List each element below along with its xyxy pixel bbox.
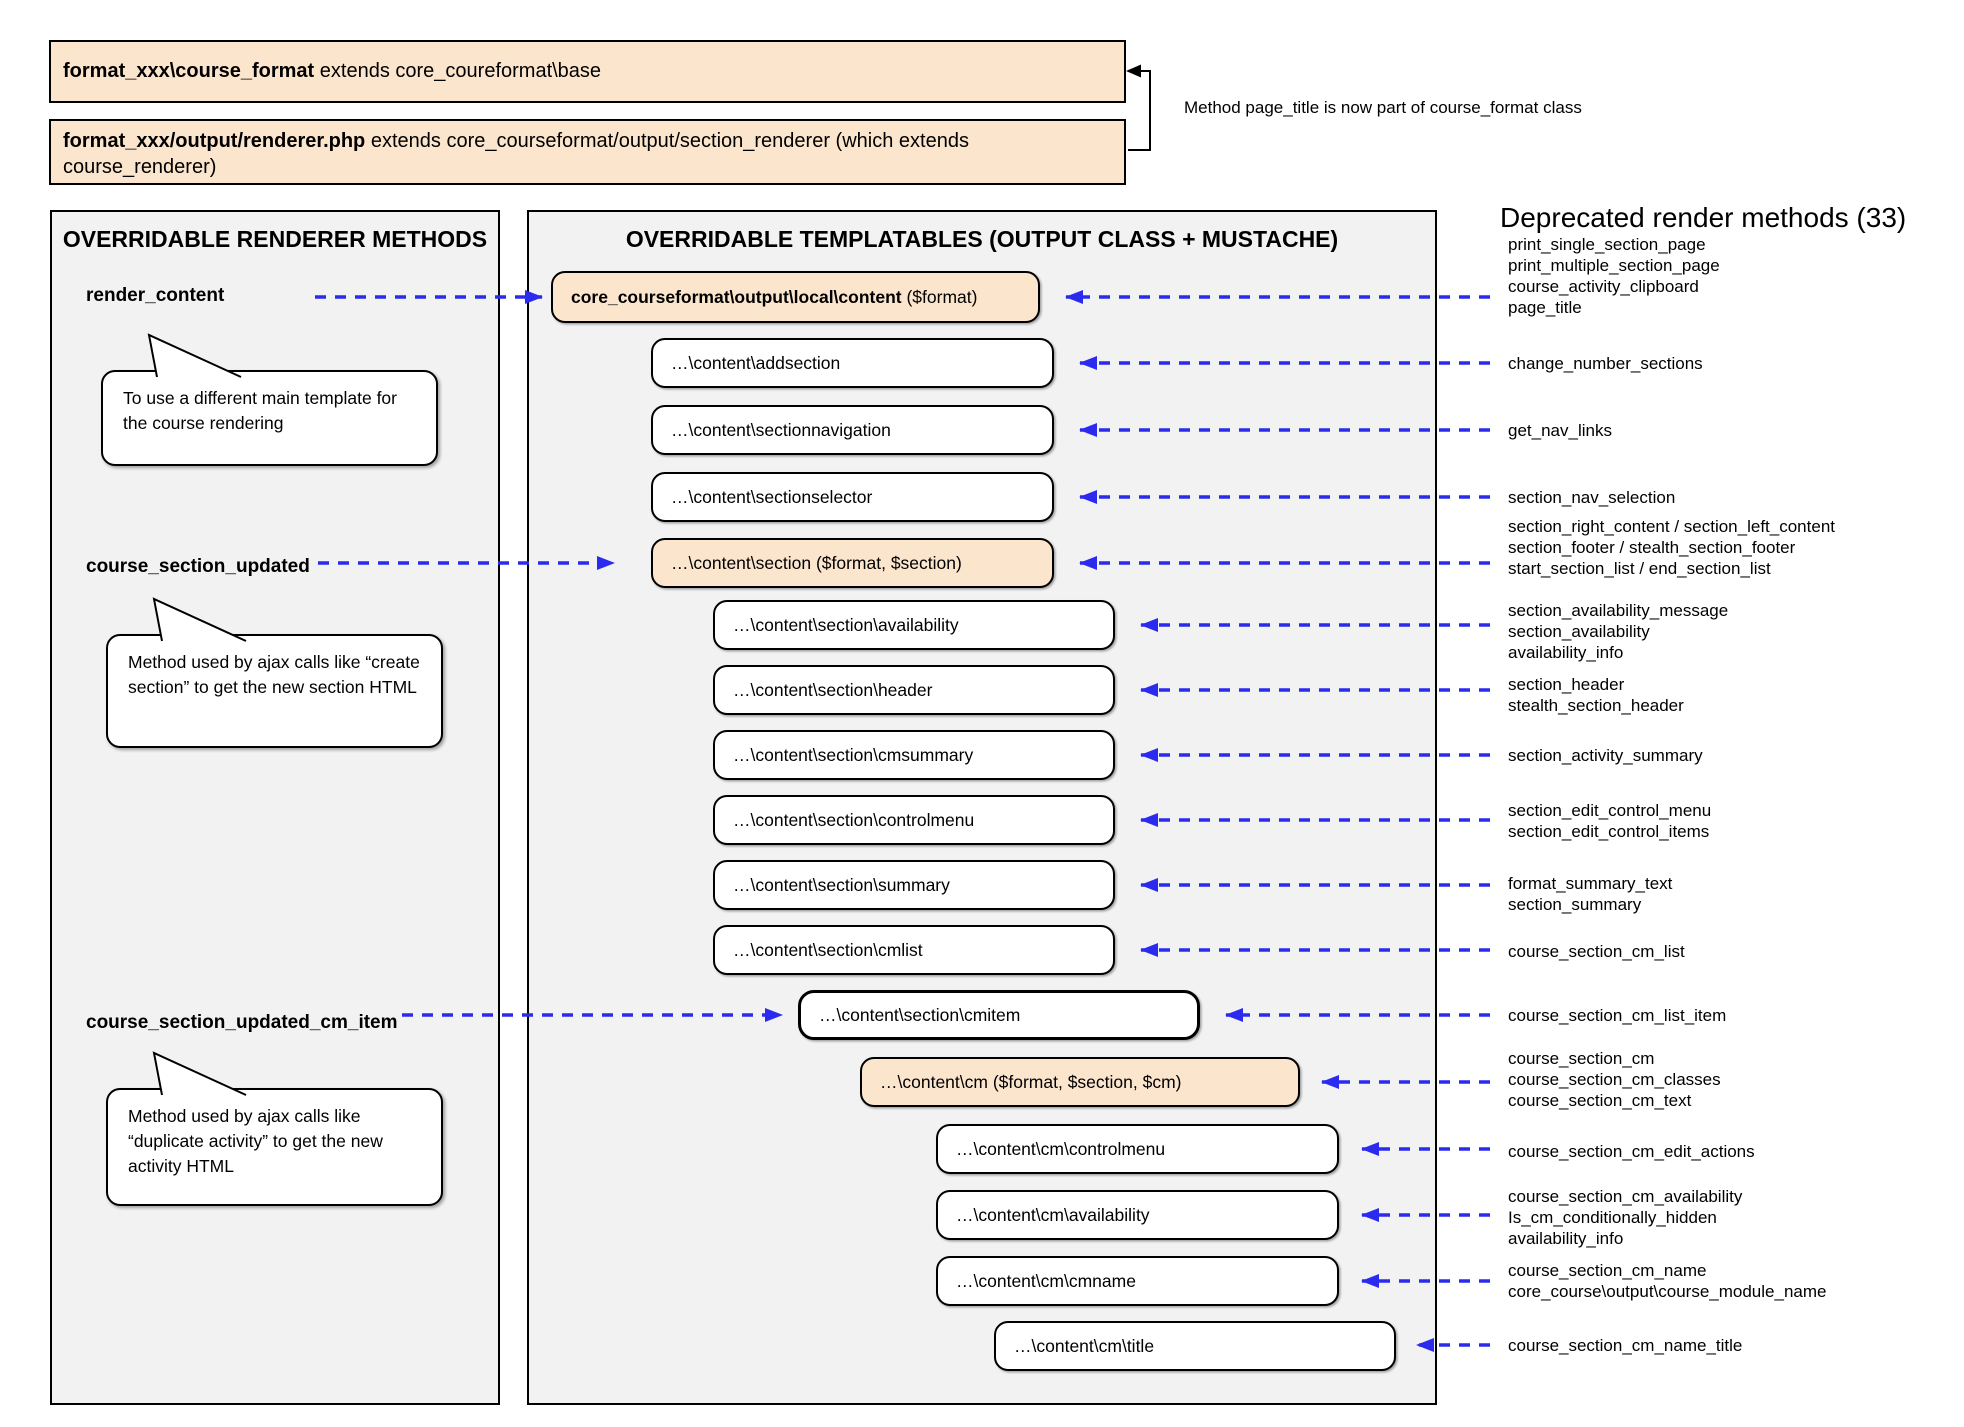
callout-course-section-updated-cm-item-text: Method used by ajax calls like “duplicat… xyxy=(128,1106,383,1176)
renderer-php-box: format_xxx/output/renderer.php extends c… xyxy=(49,119,1126,185)
method-course-section-updated: course_section_updated xyxy=(86,556,310,577)
callout-tail xyxy=(152,1051,247,1096)
deprecated-method: section_summary xyxy=(1508,895,1642,914)
templatable-section-availability: …\content\section\availability xyxy=(713,600,1115,650)
templatable-cm-controlmenu: …\content\cm\controlmenu xyxy=(936,1124,1339,1174)
deprecated-group: section_activity_summary xyxy=(1508,745,1703,766)
renderer-php-name: format_xxx/output/renderer.php xyxy=(63,130,366,152)
method-render-content: render_content xyxy=(86,285,225,306)
templatable-section-cmlist: …\content\section\cmlist xyxy=(713,925,1115,975)
templatable-content: core_courseformat\output\local\content (… xyxy=(551,271,1040,323)
renderer-methods-panel-title: OVERRIDABLE RENDERER METHODS xyxy=(62,226,488,252)
deprecated-group: course_section_cm_list_item xyxy=(1508,1005,1726,1026)
templatable-section: …\content\section ($format, $section) xyxy=(651,538,1054,588)
course-format-class-box: format_xxx\course_format extends core_co… xyxy=(49,40,1126,103)
deprecated-method: start_section_list / end_section_list xyxy=(1508,559,1771,578)
templatables-panel-title: OVERRIDABLE TEMPLATABLES (OUTPUT CLASS +… xyxy=(625,226,1339,252)
deprecated-group: course_section_cm_availability Is_cm_con… xyxy=(1508,1186,1742,1249)
templatable-section-summary: …\content\section\summary xyxy=(713,860,1115,910)
callout-course-section-updated-text: Method used by ajax calls like “create s… xyxy=(128,652,420,697)
deprecated-method: core_course\output\course_module_name xyxy=(1508,1282,1827,1301)
deprecated-group: section_edit_control_menu section_edit_c… xyxy=(1508,800,1711,842)
templatable-section-controlmenu: …\content\section\controlmenu xyxy=(713,795,1115,845)
deprecated-method: print_multiple_section_page xyxy=(1508,256,1720,275)
deprecated-method: section_footer / stealth_section_footer xyxy=(1508,538,1796,557)
deprecated-method: course_section_cm_name xyxy=(1508,1261,1707,1280)
course-format-class-extends: extends core_coureformat\base xyxy=(314,60,602,82)
deprecated-method: section_edit_control_menu xyxy=(1508,801,1712,820)
deprecated-methods-heading: Deprecated render methods (33) xyxy=(1500,202,1907,233)
deprecated-group: section_right_content / section_left_con… xyxy=(1508,516,1835,579)
deprecated-method: course_section_cm_list_item xyxy=(1508,1006,1727,1025)
deprecated-group: get_nav_links xyxy=(1508,420,1612,441)
callout-tail xyxy=(147,333,242,378)
deprecated-method: section_header xyxy=(1508,675,1625,694)
deprecated-method: course_section_cm_classes xyxy=(1508,1070,1721,1089)
deprecated-method: section_nav_selection xyxy=(1508,488,1676,507)
deprecated-method: course_section_cm_text xyxy=(1508,1091,1692,1110)
deprecated-method: section_availability xyxy=(1508,622,1650,641)
deprecated-group: section_header stealth_section_header xyxy=(1508,674,1684,716)
deprecated-group: course_section_cm_list xyxy=(1508,941,1685,962)
deprecated-method: change_number_sections xyxy=(1508,354,1703,373)
deprecated-group: print_single_section_page print_multiple… xyxy=(1508,234,1720,318)
deprecated-method: section_edit_control_items xyxy=(1508,822,1710,841)
deprecated-method: get_nav_links xyxy=(1508,421,1612,440)
deprecated-method: stealth_section_header xyxy=(1508,696,1684,715)
templatable-section-cmitem: …\content\section\cmitem xyxy=(798,990,1200,1040)
templatable-sectionnavigation: …\content\sectionnavigation xyxy=(651,405,1054,455)
templatable-content-class: core_courseformat\output\local\content xyxy=(571,286,902,307)
deprecated-group: course_section_cm course_section_cm_clas… xyxy=(1508,1048,1721,1111)
templatable-content-label: core_courseformat\output\local\content (… xyxy=(571,287,977,308)
renderer-php-extends: extends core_courseformat/output/section… xyxy=(63,130,969,179)
page-title-note: Method page_title is now part of course_… xyxy=(1184,98,1582,117)
deprecated-method: course_section_cm_name_title xyxy=(1508,1336,1743,1355)
callout-course-section-updated-cm-item: Method used by ajax calls like “duplicat… xyxy=(106,1051,443,1206)
page-title-bracket xyxy=(1126,64,1151,151)
templatable-cm: …\content\cm ($format, $section, $cm) xyxy=(860,1057,1300,1107)
deprecated-method: course_section_cm_list xyxy=(1508,942,1685,961)
deprecated-method: Is_cm_conditionally_hidden xyxy=(1508,1208,1717,1227)
templatable-cm-title: …\content\cm\title xyxy=(994,1321,1396,1371)
callout-tail xyxy=(152,597,247,642)
deprecated-method: format_summary_text xyxy=(1508,874,1673,893)
deprecated-group: course_section_cm_name_title xyxy=(1508,1335,1742,1356)
course-format-class-name: format_xxx\course_format xyxy=(63,60,315,82)
method-course-section-updated-cm-item: course_section_updated_cm_item xyxy=(86,1012,398,1033)
callout-course-section-updated: Method used by ajax calls like “create s… xyxy=(106,597,443,748)
deprecated-method: section_availability_message xyxy=(1508,601,1729,620)
templatable-section-cmsummary: …\content\section\cmsummary xyxy=(713,730,1115,780)
templatable-sectionselector: …\content\sectionselector xyxy=(651,472,1054,522)
deprecated-method: course_section_cm_availability xyxy=(1508,1187,1743,1206)
templatable-cm-availability: …\content\cm\availability xyxy=(936,1190,1339,1240)
deprecated-method: section_activity_summary xyxy=(1508,746,1703,765)
deprecated-group: section_nav_selection xyxy=(1508,487,1675,508)
templatable-addsection: …\content\addsection xyxy=(651,338,1054,388)
deprecated-group: section_availability_message section_ava… xyxy=(1508,600,1728,663)
course-format-class-text: format_xxx\course_format extends core_co… xyxy=(63,60,601,83)
deprecated-method: section_right_content / section_left_con… xyxy=(1508,517,1835,536)
templatable-section-header: …\content\section\header xyxy=(713,665,1115,715)
deprecated-method: page_title xyxy=(1508,298,1582,317)
deprecated-group: course_section_cm_edit_actions xyxy=(1508,1141,1755,1162)
deprecated-group: course_section_cm_name core_course\outpu… xyxy=(1508,1260,1826,1302)
deprecated-method: print_single_section_page xyxy=(1508,235,1706,254)
deprecated-group: format_summary_text section_summary xyxy=(1508,873,1672,915)
deprecated-method: course_section_cm_edit_actions xyxy=(1508,1142,1755,1161)
deprecated-method: course_section_cm xyxy=(1508,1049,1655,1068)
templatable-content-args: ($format) xyxy=(901,286,978,307)
templatable-cm-cmname: …\content\cm\cmname xyxy=(936,1256,1339,1306)
deprecated-method: course_activity_clipboard xyxy=(1508,277,1699,296)
deprecated-method: availability_info xyxy=(1508,643,1624,662)
callout-render-content: To use a different main template for the… xyxy=(101,333,438,466)
deprecated-method: availability_info xyxy=(1508,1229,1624,1248)
deprecated-group: change_number_sections xyxy=(1508,353,1703,374)
callout-render-content-text: To use a different main template for the… xyxy=(123,388,397,433)
